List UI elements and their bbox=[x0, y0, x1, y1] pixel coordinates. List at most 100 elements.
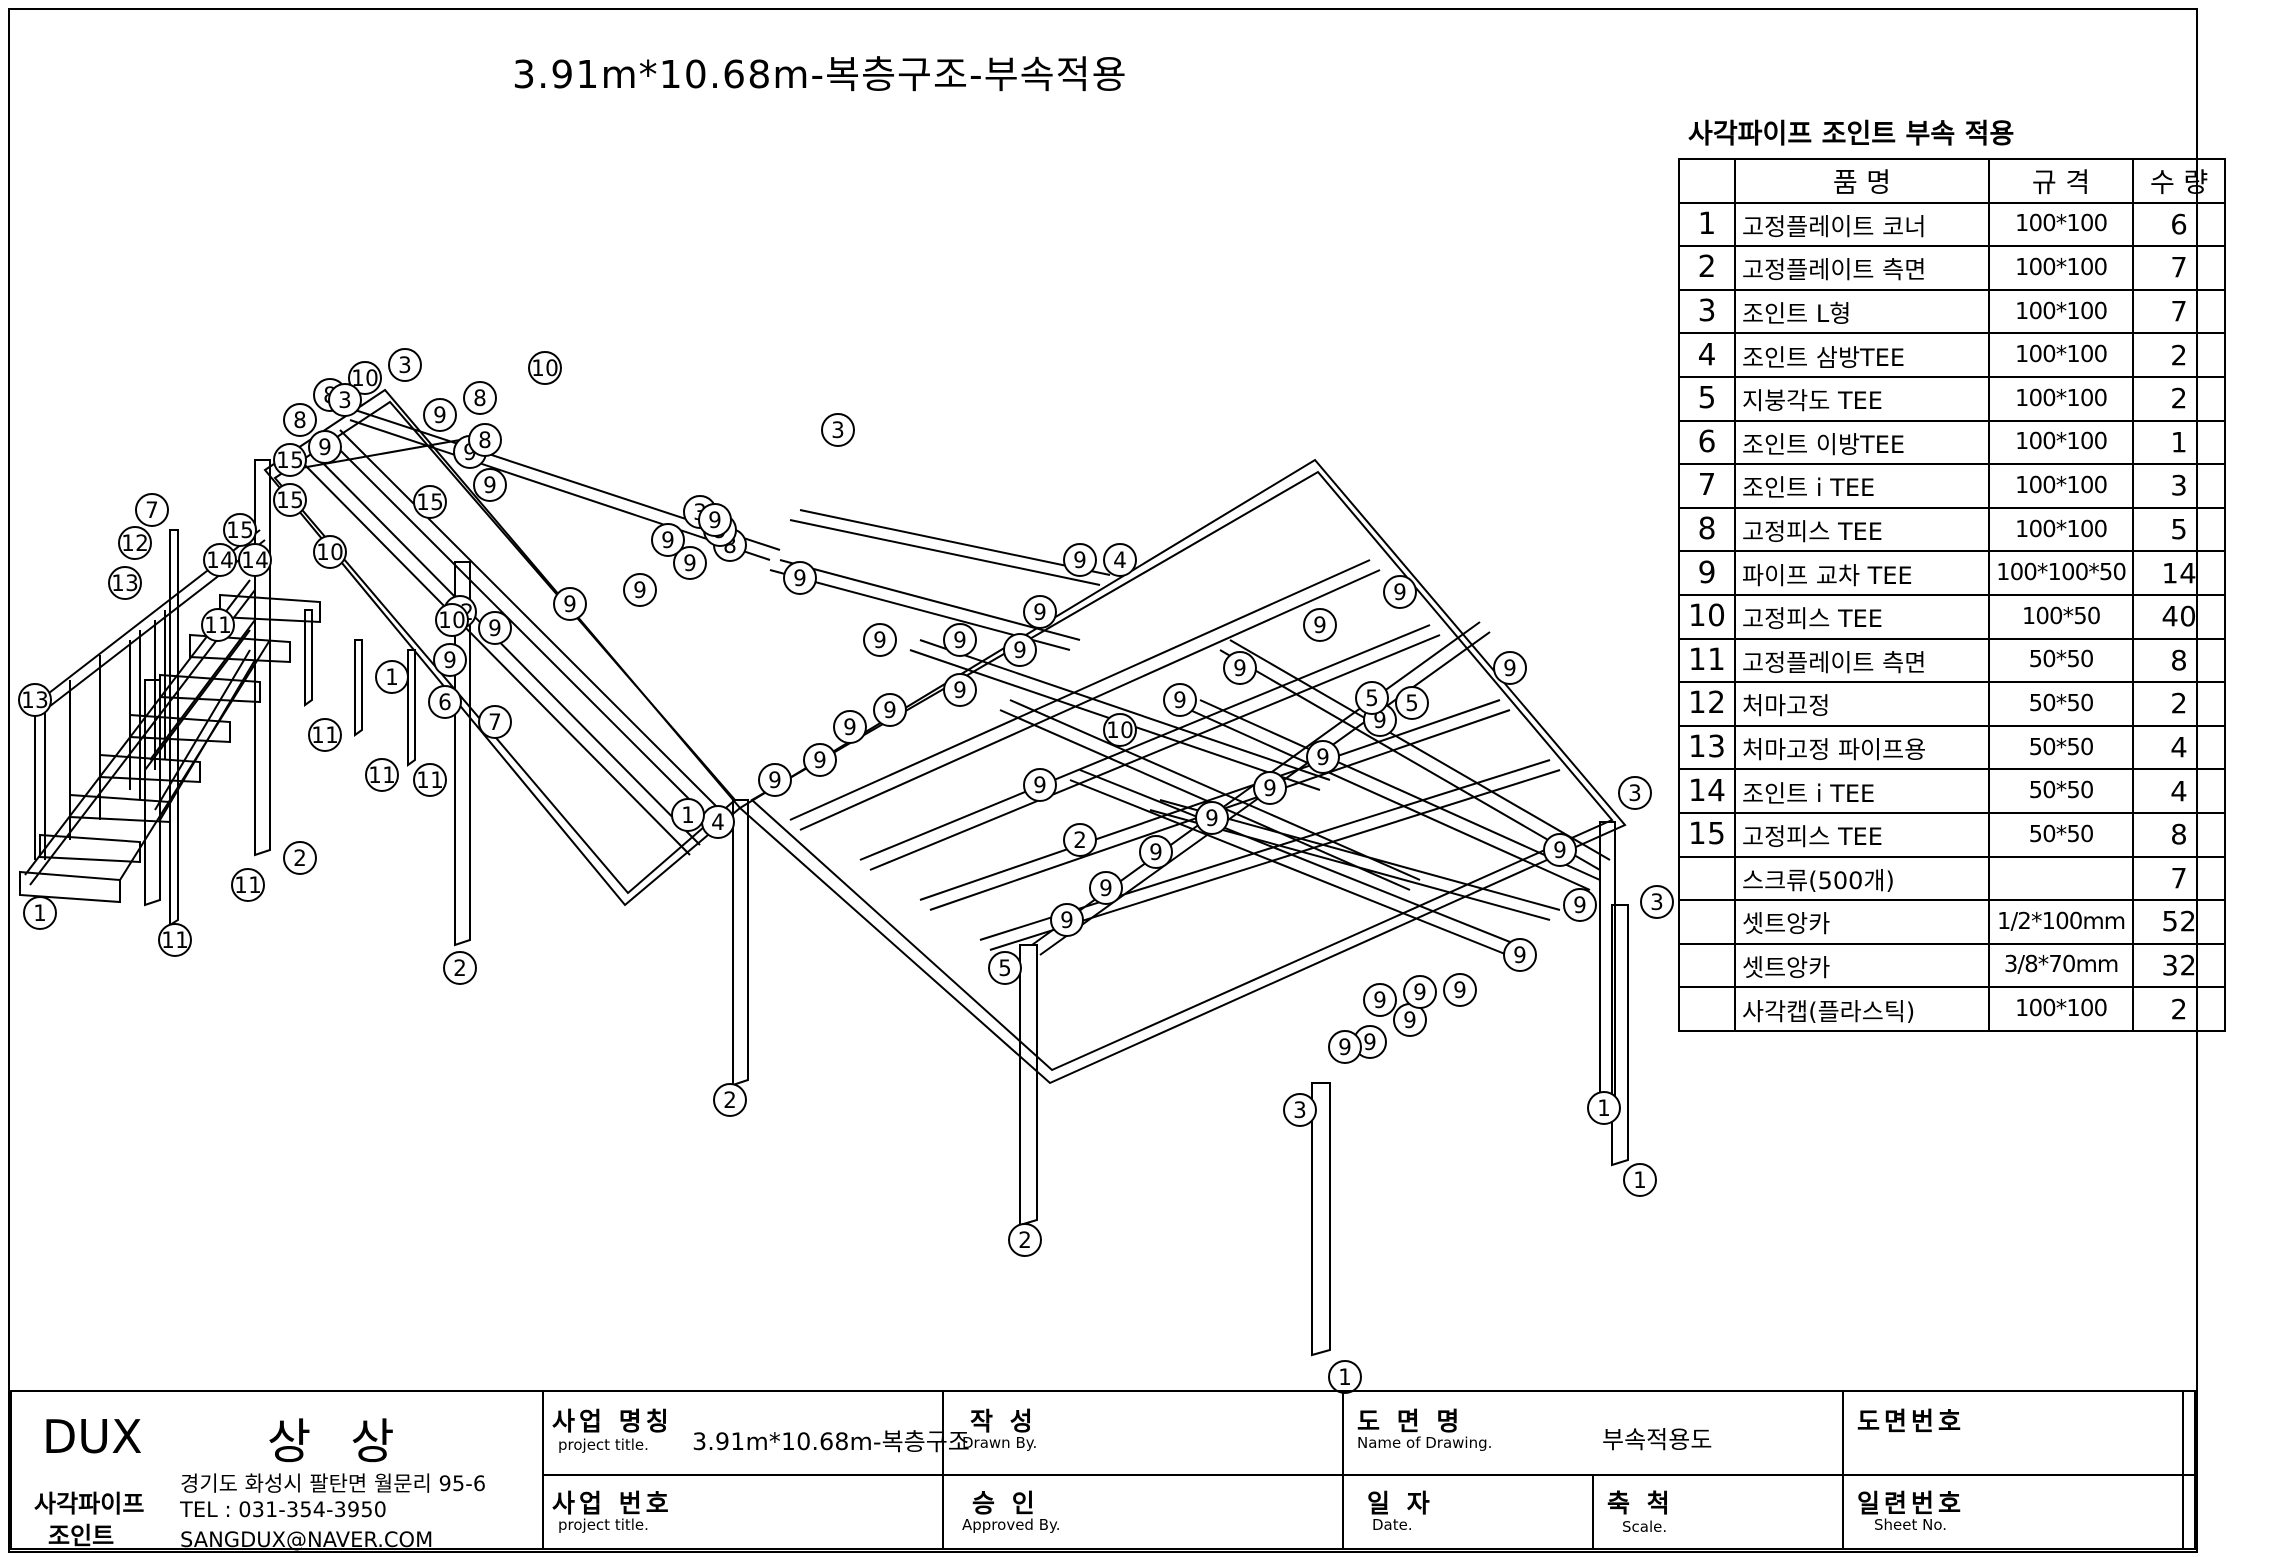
callout-circle bbox=[328, 383, 362, 417]
company-address: 경기도 화성시 팔탄면 월문리 95-6 bbox=[180, 1472, 487, 1496]
callout-label: 9 bbox=[1393, 581, 1407, 606]
parts-spec: 100*100 bbox=[1987, 419, 2135, 466]
callout-9: 9 bbox=[1253, 771, 1287, 805]
project-no-label-en: project title. bbox=[558, 1516, 649, 1534]
callout-circle bbox=[758, 763, 792, 797]
title-block-col-scale bbox=[1592, 1474, 1594, 1548]
callout-circle bbox=[231, 868, 265, 902]
parts-table-row: 스크류(500개)7 bbox=[1678, 855, 2227, 902]
callout-circle bbox=[698, 503, 732, 537]
callout-15: 15 bbox=[413, 485, 447, 519]
callout-13: 13 bbox=[108, 566, 142, 600]
callout-circle bbox=[1253, 771, 1287, 805]
callout-3: 3 bbox=[1283, 1093, 1317, 1127]
parts-name: 셋트앙카 bbox=[1734, 942, 1990, 989]
callout-label: 8 bbox=[293, 409, 307, 434]
parts-spec: 100*100 bbox=[1987, 288, 2135, 335]
callout-label: 2 bbox=[1018, 1229, 1032, 1254]
callout-label: 9 bbox=[1149, 841, 1163, 866]
callout-circle bbox=[783, 561, 817, 595]
parts-name: 고정플레이트 측면 bbox=[1734, 637, 1990, 684]
callout-11: 11 bbox=[201, 608, 235, 642]
project-title-value: 3.91m*10.68m-복층구조 bbox=[692, 1428, 970, 1456]
callout-9: 9 bbox=[1139, 835, 1173, 869]
parts-name: 고정피스 TEE bbox=[1734, 811, 1990, 858]
header-spec: 규 격 bbox=[1987, 158, 2135, 204]
drawn-by-label: 작 성 bbox=[970, 1407, 1037, 1436]
callout-label: 3 bbox=[338, 389, 352, 414]
callout-label: 3 bbox=[831, 419, 845, 444]
parts-no: 12 bbox=[1678, 681, 1736, 727]
parts-qty: 4 bbox=[2132, 768, 2227, 814]
callout-9: 9 bbox=[1050, 903, 1084, 937]
parts-name: 처마고정 bbox=[1734, 681, 1990, 727]
header-name: 품 명 bbox=[1734, 158, 1990, 204]
project-no-label: 사업 번호 bbox=[552, 1489, 673, 1518]
callout-9: 9 bbox=[1063, 543, 1097, 577]
callout-label: 13 bbox=[21, 689, 49, 714]
parts-no bbox=[1678, 986, 1736, 1032]
callout-label: 9 bbox=[1013, 639, 1027, 664]
callout-3: 3 bbox=[388, 348, 422, 382]
callout-label: 9 bbox=[433, 404, 447, 429]
callout-circle bbox=[1306, 740, 1340, 774]
callout-9: 9 bbox=[1306, 740, 1340, 774]
callout-1: 1 bbox=[1328, 1360, 1362, 1394]
callout-circle bbox=[1328, 1030, 1362, 1064]
callout-label: 4 bbox=[1113, 549, 1127, 574]
callout-label: 9 bbox=[1338, 1036, 1352, 1061]
callout-2: 2 bbox=[283, 841, 317, 875]
callout-label: 9 bbox=[661, 529, 675, 554]
callout-9: 9 bbox=[1393, 1003, 1427, 1037]
callout-1: 1 bbox=[1587, 1091, 1621, 1125]
callout-circle bbox=[713, 1083, 747, 1117]
callout-label: 9 bbox=[1316, 746, 1330, 771]
callout-circle bbox=[1063, 823, 1097, 857]
callout-circle bbox=[468, 423, 502, 457]
parts-name: 고정플레이트 코너 bbox=[1734, 201, 1990, 248]
parts-spec: 100*100 bbox=[1987, 506, 2135, 553]
parts-qty: 2 bbox=[2132, 332, 2227, 378]
callout-label: 1 bbox=[1597, 1097, 1611, 1122]
parts-spec: 3/8*70mm bbox=[1987, 942, 2135, 989]
callout-label: 9 bbox=[953, 629, 967, 654]
callout-7: 7 bbox=[478, 705, 512, 739]
parts-spec: 100*100 bbox=[1987, 245, 2135, 291]
callout-9: 9 bbox=[423, 398, 457, 432]
callout-circle bbox=[443, 951, 477, 985]
callout-label: 9 bbox=[443, 649, 457, 674]
parts-qty: 32 bbox=[2132, 942, 2227, 989]
callout-9: 9 bbox=[803, 743, 837, 777]
parts-spec: 100*100 bbox=[1987, 201, 2135, 248]
callout-label: 9 bbox=[1413, 981, 1427, 1006]
parts-spec: 100*50 bbox=[1987, 593, 2135, 640]
callout-label: 3 bbox=[398, 354, 412, 379]
callout-9: 9 bbox=[553, 587, 587, 621]
parts-no: 7 bbox=[1678, 463, 1736, 509]
callout-label: 11 bbox=[311, 724, 339, 749]
callout-label: 9 bbox=[1033, 774, 1047, 799]
callout-2: 2 bbox=[1008, 1223, 1042, 1257]
callout-circle bbox=[1103, 543, 1137, 577]
drawn-by-label-en: Drawn By. bbox=[962, 1434, 1038, 1452]
parts-qty: 8 bbox=[2132, 637, 2227, 684]
company-logo-text: DUX bbox=[42, 1410, 143, 1464]
callout-4: 4 bbox=[701, 805, 735, 839]
callout-6: 6 bbox=[428, 685, 462, 719]
parts-spec: 50*50 bbox=[1987, 637, 2135, 684]
parts-no bbox=[1678, 942, 1736, 989]
callout-label: 9 bbox=[683, 552, 697, 577]
callout-label: 9 bbox=[1573, 894, 1587, 919]
callout-9: 9 bbox=[1493, 651, 1527, 685]
parts-spec: 50*50 bbox=[1987, 811, 2135, 858]
drawing-name-value: 부속적용도 bbox=[1602, 1426, 1713, 1454]
